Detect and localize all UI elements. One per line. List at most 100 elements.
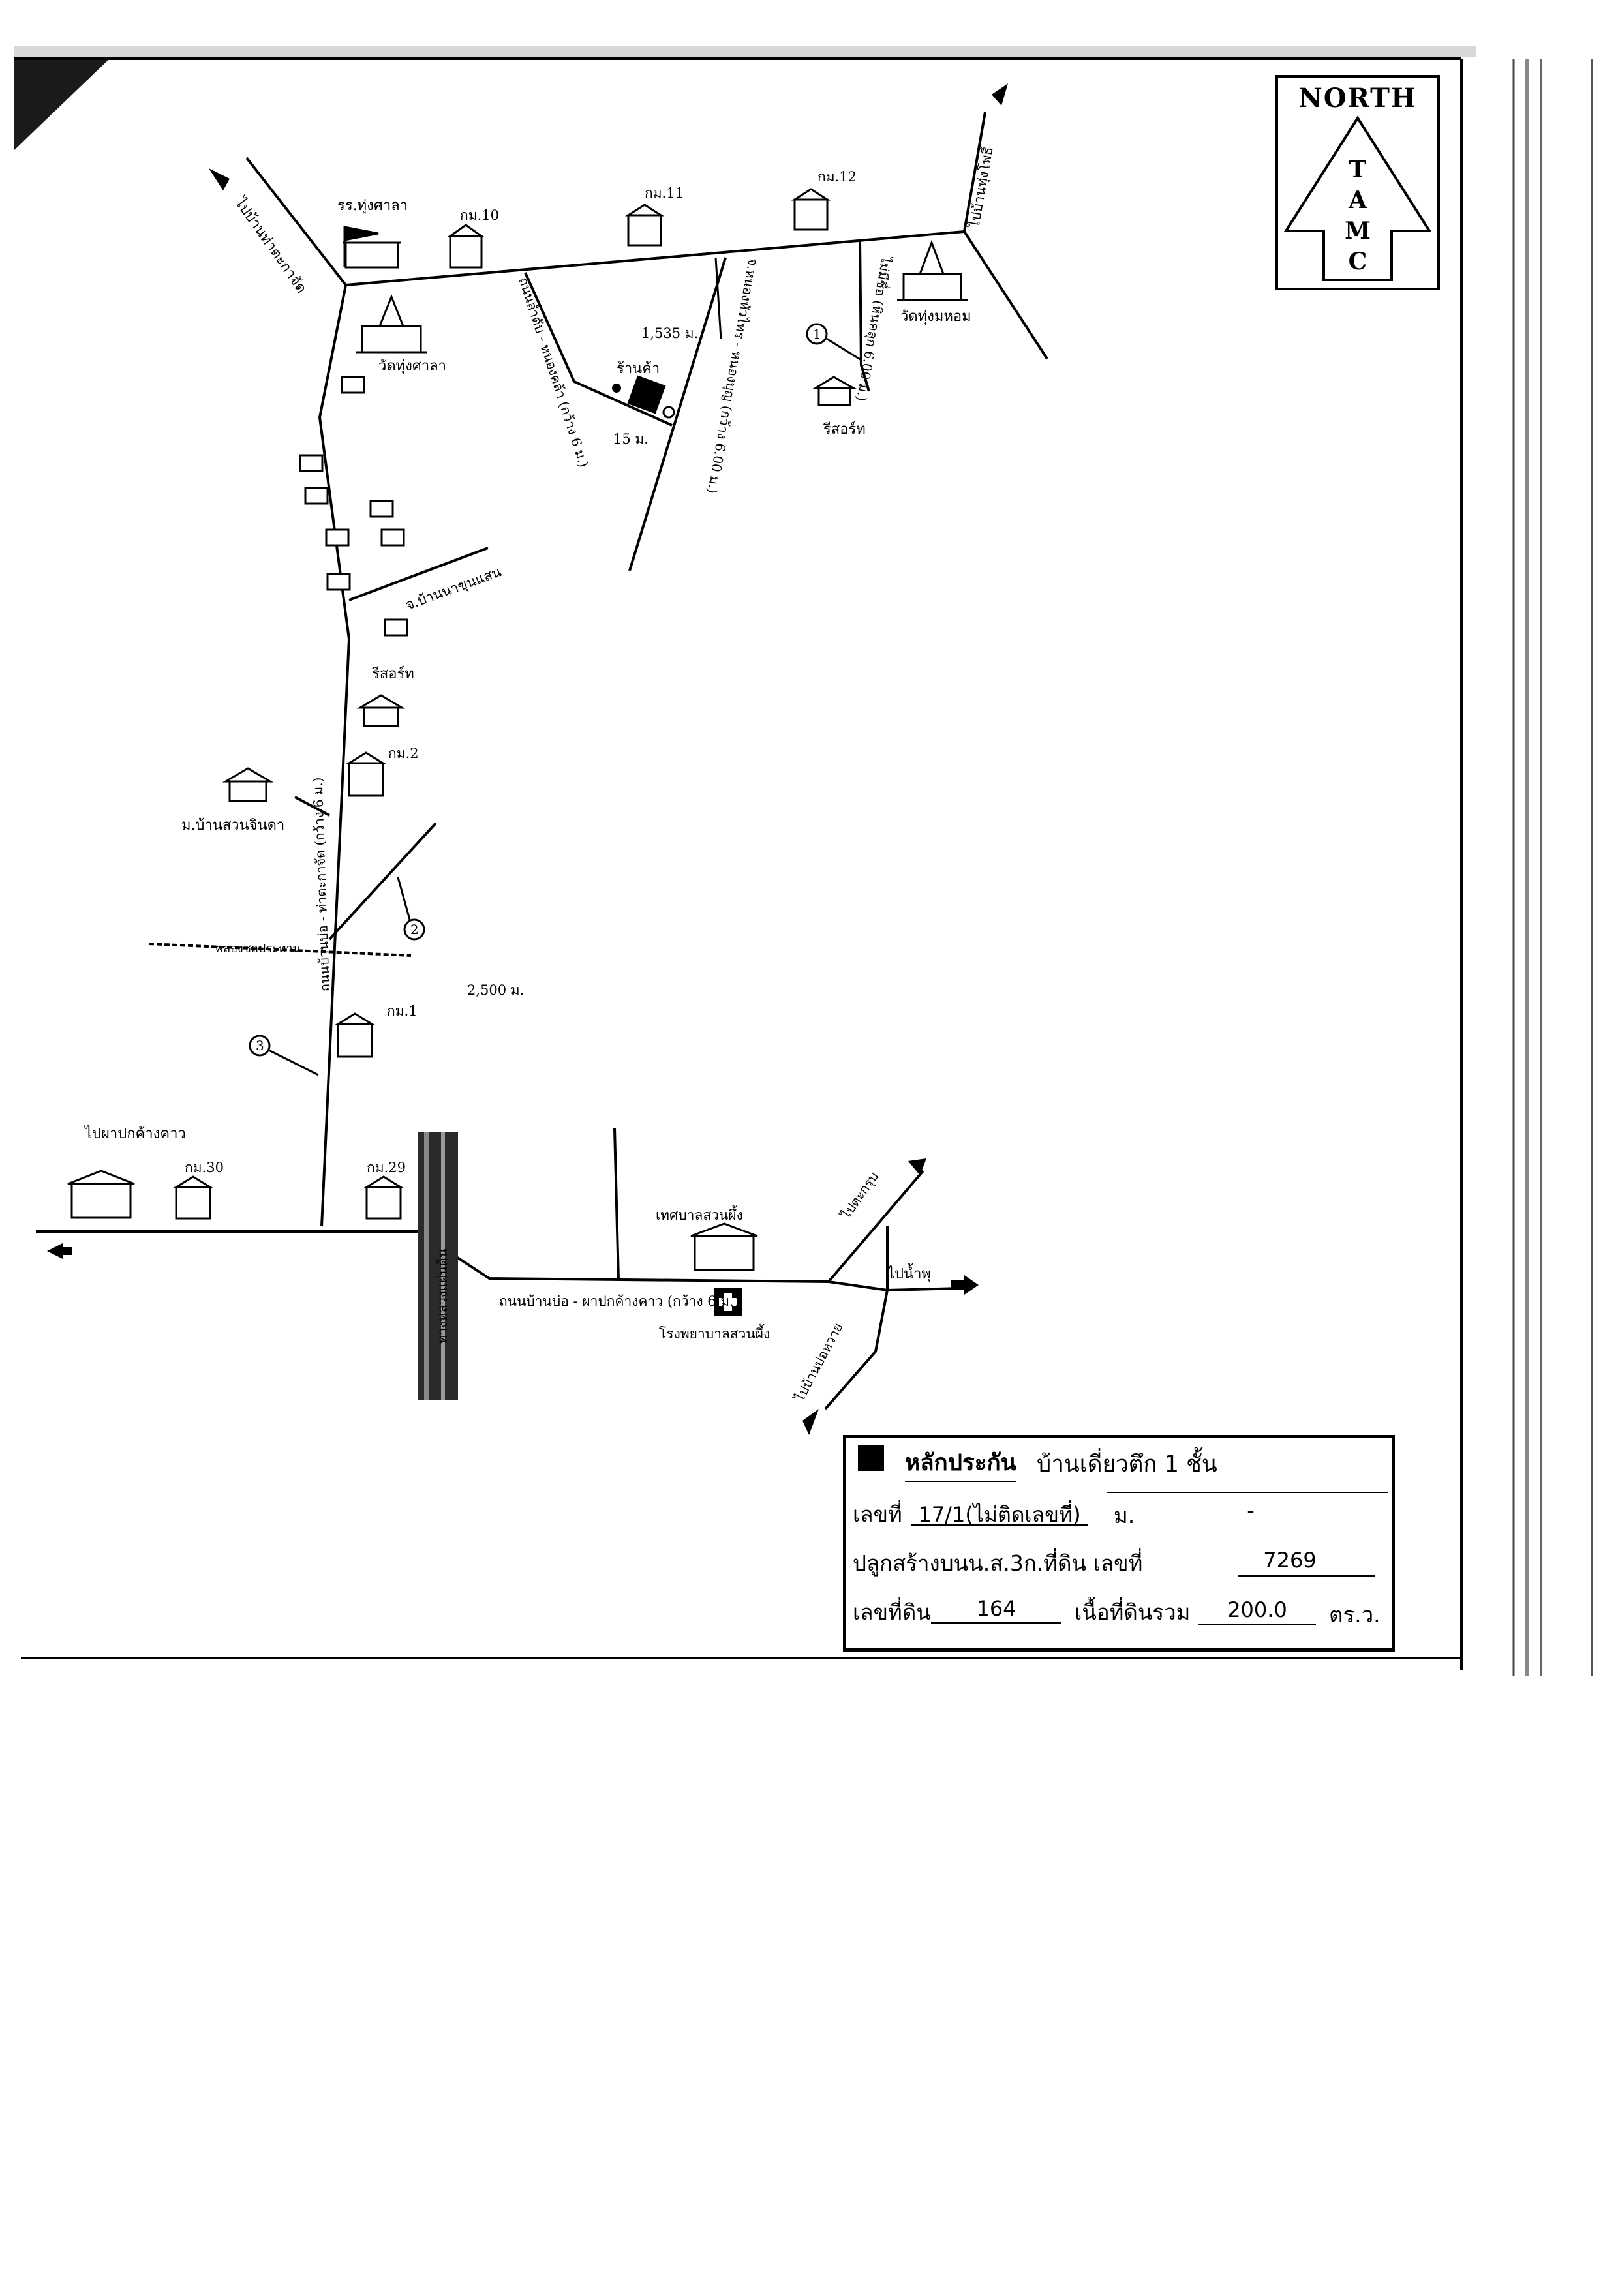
moo-label: ม. (1114, 1503, 1135, 1528)
tessaban-roof (690, 1222, 758, 1237)
property-marker (627, 375, 666, 414)
north-letter-c: C (1348, 248, 1367, 275)
road-luk-rang (859, 239, 870, 392)
km-post-1 (334, 1012, 376, 1058)
label-to-ban-tha-kachai: ไปบ้านท่าตะกาจัด (231, 194, 310, 297)
km-post-29-body (365, 1186, 402, 1220)
label-hospital: โรงพยาบาลสวนผึ้ง (659, 1324, 770, 1342)
point-2-circle (403, 918, 425, 941)
house-no-underline (911, 1524, 1088, 1526)
deed-value: 7269 (1263, 1548, 1317, 1573)
label-road-tha-kachai: ถนนบ้านบ่อ - ท่าตะกาจัด (กว้าง 6 ม.) (310, 777, 333, 991)
label-to-bo-huai: ไปบ้านบ่อหวาย (791, 1320, 846, 1405)
point-3-circle (249, 1035, 271, 1057)
road-north-east-branch (963, 230, 1048, 360)
ban-suan-chinda-building (228, 780, 267, 802)
km-post-12-body (793, 198, 829, 231)
road-ban-suan-chinda (294, 796, 330, 817)
highway-hatch-lines (424, 1132, 429, 1400)
resort-1-building (817, 387, 851, 406)
km-post-30-body (175, 1186, 211, 1220)
road-nong-hon (524, 272, 673, 427)
land-no-label: เลขที่ดิน (853, 1599, 931, 1625)
km-post-10 (447, 224, 485, 269)
label-dist-2500: 2,500 ม. (467, 982, 524, 998)
label-wat-thung-sala: วัดทุ่งศาลา (378, 358, 446, 374)
north-arrow-icon (1283, 115, 1432, 281)
ban-suan-chinda-roof (222, 767, 274, 783)
point-1-number: 1 (813, 326, 821, 342)
km-post-1-body (337, 1023, 373, 1058)
house-icon (384, 618, 408, 637)
km-post-12-top (791, 188, 831, 201)
road-diagonal-to-2 (328, 822, 437, 941)
label-km11: กม.11 (645, 185, 684, 201)
label-school: รร.ทุ่งศาลา (337, 198, 408, 214)
school-flag (343, 226, 379, 241)
resort-2-roof (356, 694, 406, 709)
point-1-circle (806, 323, 828, 345)
label-highway: ทางหลวงแผ่นดิน (435, 1248, 450, 1344)
scan-corner-shade (14, 57, 111, 150)
area-unit: ตร.ว. (1329, 1602, 1381, 1627)
label-to-pha-pok: ไปผาปกค้างคาว (84, 1125, 186, 1142)
km-post-2-body (348, 762, 384, 797)
label-km1: กม.1 (387, 1003, 418, 1019)
road-na-khun-saen (348, 547, 489, 601)
arrow-to-tha-krabue (908, 1158, 926, 1175)
house-no-label: เลขที่ (853, 1502, 902, 1527)
road-to-bo-huai (824, 1290, 889, 1410)
label-road-ban-bo: ถนนบ้านบ่อ - ผาปกค้างคาว (กว้าง 6 ม.) (499, 1293, 739, 1309)
tessaban-building (694, 1235, 755, 1271)
house-icon (341, 376, 365, 394)
north-letter-m: M (1345, 217, 1371, 245)
shop-icon (612, 384, 621, 393)
km-post-11-body (627, 214, 662, 247)
house-icon (369, 500, 394, 518)
point-3-number: 3 (256, 1038, 264, 1053)
label-road-hon-khong: ถนนลำดับ - หนองคล้า (กว้าง 6 ม.) (515, 275, 592, 469)
arrow-to-nam-phu (964, 1275, 979, 1295)
label-wat-thung-mahom: วัดทุ่งมหอม (900, 309, 971, 325)
collateral-divider (1107, 1492, 1388, 1493)
temple-thung-mahom-icon (897, 239, 968, 301)
hospital-icon (714, 1288, 742, 1316)
label-canal: คลองชลประทาน (215, 942, 301, 956)
km-post-30 (172, 1175, 214, 1220)
temple-thung-mahom-spire (918, 239, 945, 275)
arrow-nw (209, 168, 230, 190)
school-icon (343, 226, 401, 269)
collateral-type: บ้านเดี่ยวตึก 1 ชั้น (1037, 1451, 1217, 1477)
resort-2-building (363, 706, 399, 727)
label-dist-15: 15 ม. (613, 431, 649, 447)
pha-pok-building-icon (67, 1170, 135, 1219)
km-post-10-body (449, 235, 483, 269)
north-arrow-box: NORTH T A M C (1275, 75, 1440, 290)
house-no-value: 17/1(ไม่ติดเลขที่) (918, 1502, 1081, 1527)
label-to-ban-thung-pho: ไปบ้านทุ่งโพธิ์ (964, 144, 997, 230)
label-km2: กม.2 (388, 746, 419, 761)
deed-underline (1238, 1575, 1375, 1577)
land-no-value: 164 (976, 1596, 1016, 1621)
temple-thung-sala-base (361, 325, 422, 354)
point-2-number: 2 (410, 922, 419, 937)
north-letters: T A M C (1278, 155, 1437, 277)
temple-thung-mahom-base (902, 273, 962, 301)
ban-suan-chinda-icon (222, 767, 274, 802)
road-main-north (245, 112, 986, 287)
collateral-title: หลักประกัน (905, 1445, 1016, 1482)
north-title: NORTH (1298, 83, 1417, 113)
hospital-cross-h (719, 1298, 737, 1306)
label-ban-suan-chinda: ม.บ้านสวนจินดา (181, 817, 284, 834)
scan-top-shade (14, 46, 1476, 57)
km-post-11 (624, 204, 665, 247)
km-post-29 (363, 1175, 404, 1220)
label-km12: กม.12 (817, 169, 857, 185)
moo-value: - (1247, 1498, 1255, 1523)
direction-arrows (47, 83, 1008, 1435)
house-icon (380, 528, 405, 547)
label-resort-1: รีสอร์ท (823, 421, 866, 438)
house-icon (304, 487, 329, 505)
